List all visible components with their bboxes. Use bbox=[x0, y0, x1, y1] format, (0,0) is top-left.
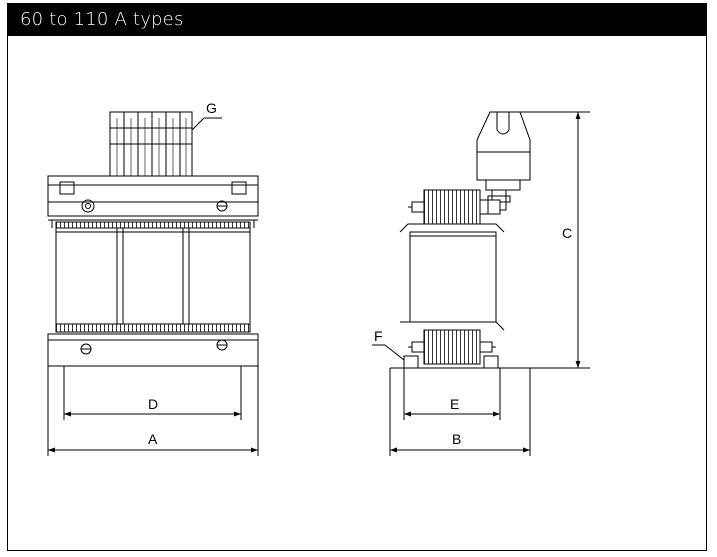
label-b: B bbox=[452, 431, 461, 447]
label-e: E bbox=[450, 396, 459, 412]
top-frame bbox=[47, 175, 259, 217]
label-f: F bbox=[374, 328, 383, 344]
side-view bbox=[372, 111, 590, 456]
front-view bbox=[47, 111, 259, 456]
terminal-block bbox=[109, 111, 193, 177]
page-title: 60 to 110 A types bbox=[8, 4, 706, 36]
terminal-clamp bbox=[476, 111, 531, 181]
label-g: G bbox=[206, 100, 217, 116]
label-c: C bbox=[562, 225, 572, 241]
bottom-frame bbox=[47, 333, 259, 367]
leader-g bbox=[191, 117, 205, 131]
label-d: D bbox=[148, 396, 158, 412]
bottom-coil bbox=[423, 329, 481, 365]
core-body bbox=[409, 231, 497, 323]
top-coil bbox=[423, 189, 481, 225]
coil-stack bbox=[55, 227, 251, 325]
label-a: A bbox=[148, 431, 158, 447]
